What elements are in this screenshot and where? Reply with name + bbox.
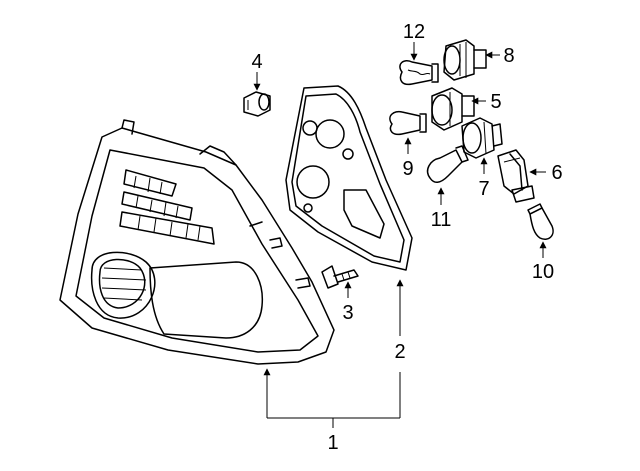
gasket xyxy=(285,85,413,271)
callout-10: 10 xyxy=(532,261,554,283)
callout-6: 6 xyxy=(551,162,562,184)
bulb-12 xyxy=(399,60,439,86)
callout-5: 5 xyxy=(490,91,501,113)
socket-5 xyxy=(431,87,475,131)
callout-12: 12 xyxy=(403,21,425,43)
callout-3: 3 xyxy=(342,302,353,324)
callout-labels: 1 2 3 4 5 6 7 8 9 10 11 12 xyxy=(251,21,562,454)
tail-lamp-assembly xyxy=(59,119,335,365)
callout-2: 2 xyxy=(394,341,405,363)
screw xyxy=(321,265,359,289)
bulb-9 xyxy=(389,110,427,136)
leader-lines xyxy=(253,42,547,428)
callout-1: 1 xyxy=(327,432,338,454)
callout-7: 7 xyxy=(478,178,489,200)
socket-8 xyxy=(443,39,487,81)
bulb-11 xyxy=(426,145,469,183)
socket-7 xyxy=(461,117,503,159)
callout-4: 4 xyxy=(251,51,262,73)
bulb-10 xyxy=(527,203,554,240)
callout-8: 8 xyxy=(503,45,514,67)
nut xyxy=(243,91,271,117)
socket-6 xyxy=(497,149,535,203)
callout-11: 11 xyxy=(431,209,452,231)
callout-9: 9 xyxy=(402,158,413,180)
